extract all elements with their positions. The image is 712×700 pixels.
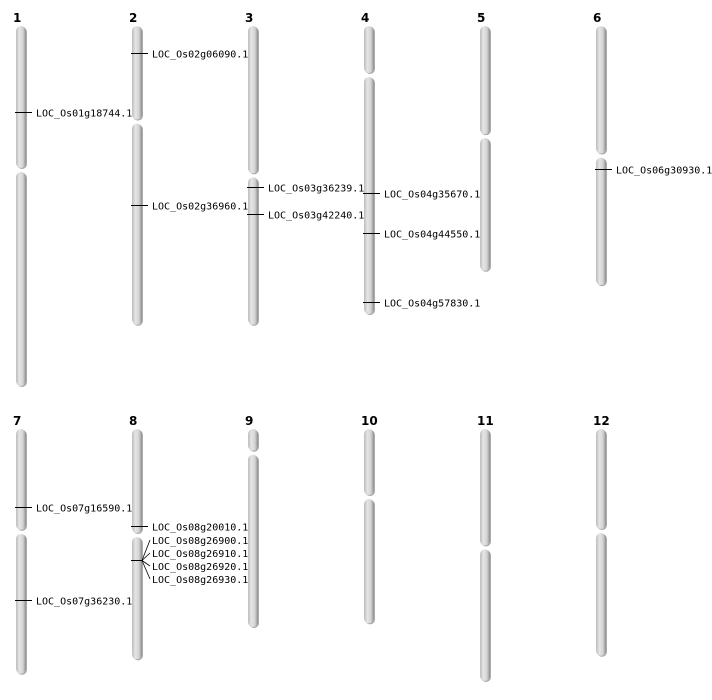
short-arm: [132, 26, 142, 120]
gene-label: LOC_Os03g42240.1: [268, 211, 364, 222]
chromosome-11: 11: [477, 414, 494, 682]
chromosome-5: 5: [477, 11, 491, 272]
long-arm: [132, 123, 142, 325]
gene-leader-line: [141, 552, 151, 561]
long-arm: [596, 533, 606, 656]
long-arm: [248, 177, 258, 325]
gene-label: LOC_Os08g26920.1: [152, 562, 248, 573]
long-arm: [596, 157, 606, 286]
chromosome-label: 11: [477, 414, 494, 428]
chromosome-label: 8: [129, 414, 137, 428]
chromosome-label: 6: [593, 11, 601, 25]
long-arm: [248, 454, 258, 627]
gene-label: LOC_Os04g57830.1: [384, 299, 480, 310]
long-arm: [132, 536, 142, 660]
chromosome-label: 10: [361, 414, 378, 428]
long-arm: [364, 76, 374, 315]
gene-leader-line: [141, 539, 151, 561]
short-arm: [364, 26, 374, 73]
chromosome-9: 9: [245, 414, 259, 628]
chromosome-4: 4LOC_Os04g35670.1LOC_Os04g44550.1LOC_Os0…: [361, 11, 480, 316]
short-arm: [480, 429, 490, 546]
short-arm: [16, 26, 26, 168]
gene-label: LOC_Os02g36960.1: [152, 202, 248, 213]
long-arm: [364, 499, 374, 624]
short-arm: [132, 429, 142, 533]
chromosome-label: 12: [593, 414, 610, 428]
chromosome-label: 5: [477, 11, 485, 25]
long-arm: [480, 138, 490, 271]
gene-label: LOC_Os08g20010.1: [152, 523, 248, 534]
short-arm: [248, 429, 258, 451]
gene-label: LOC_Os08g26900.1: [152, 536, 248, 547]
short-arm: [248, 26, 258, 174]
chromosome-label: 4: [361, 11, 369, 25]
short-arm: [364, 429, 374, 496]
gene-leader-line: [141, 560, 151, 580]
short-arm: [596, 26, 606, 154]
gene-label: LOC_Os06g30930.1: [616, 166, 712, 177]
gene-label: LOC_Os02g06090.1: [152, 50, 248, 61]
chromosome-12: 12: [593, 414, 610, 657]
short-arm: [480, 26, 490, 135]
long-arm: [16, 533, 26, 674]
chromosome-label: 9: [245, 414, 253, 428]
short-arm: [596, 429, 606, 530]
chromosome-label: 2: [129, 11, 137, 25]
gene-label: LOC_Os07g36230.1: [36, 597, 132, 608]
long-arm: [480, 549, 490, 681]
gene-label: LOC_Os08g26910.1: [152, 549, 248, 560]
gene-label: LOC_Os01g18744.1: [36, 109, 132, 120]
chromosome-label: 7: [13, 414, 21, 428]
gene-label: LOC_Os08g26930.1: [152, 575, 248, 586]
long-arm: [16, 172, 26, 386]
chromosome-label: 1: [13, 11, 21, 25]
chromosome-10: 10: [361, 414, 378, 625]
short-arm: [16, 429, 26, 530]
gene-label: LOC_Os07g16590.1: [36, 504, 132, 515]
chromosome-8: 8LOC_Os08g20010.1LOC_Os08g26900.1LOC_Os0…: [129, 414, 248, 661]
chromosome-label: 3: [245, 11, 253, 25]
gene-label: LOC_Os04g35670.1: [384, 190, 480, 201]
gene-leader-line: [141, 560, 151, 567]
gene-label: LOC_Os04g44550.1: [384, 230, 480, 241]
gene-label: LOC_Os03g36239.1: [268, 184, 364, 195]
